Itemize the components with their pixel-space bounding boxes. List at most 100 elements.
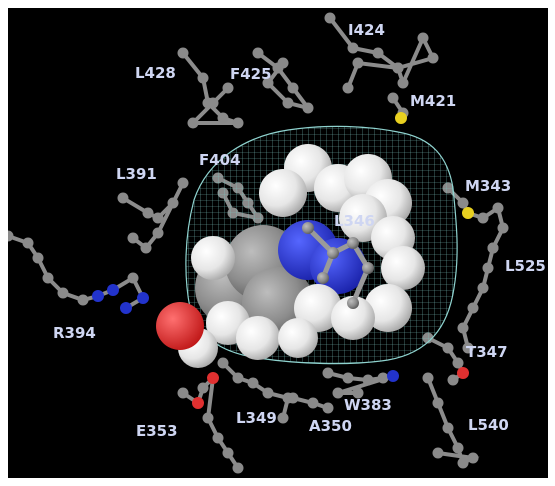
label-w383: W383: [344, 396, 392, 414]
atom-l391: [152, 227, 164, 239]
atom-l540: [422, 372, 434, 384]
atom-a350: [287, 392, 299, 404]
atom-l349: [232, 372, 244, 384]
atom-e353: [192, 397, 204, 409]
label-l540: L540: [468, 416, 509, 434]
atom-l428: [222, 82, 234, 94]
atom-f425: [302, 102, 314, 114]
atom-m421: [395, 112, 407, 124]
ligand-spacefill: [156, 144, 425, 368]
atom-w383: [322, 367, 334, 379]
label-e353: E353: [136, 422, 178, 440]
atom-l391: [117, 192, 129, 204]
label-t347: T347: [466, 343, 508, 361]
atom-l391: [127, 232, 139, 244]
atom-m343: [457, 197, 469, 209]
atom-t347: [442, 342, 454, 354]
atom-f425: [277, 57, 289, 69]
atom-i424: [397, 77, 409, 89]
atom-l428: [217, 112, 229, 124]
atom-r394: [77, 294, 89, 306]
atom-m343: [462, 207, 474, 219]
label-l525: L525: [505, 257, 546, 275]
atom-l349: [217, 357, 229, 369]
atom-f425: [287, 82, 299, 94]
atom-l391: [140, 242, 152, 254]
atom-i424: [352, 57, 364, 69]
label-l346: L346: [334, 212, 375, 230]
atom-e353: [207, 372, 219, 384]
atom-m343: [497, 222, 509, 234]
atom-l428: [187, 117, 199, 129]
l346-atoms: [302, 222, 374, 309]
atom-i424: [324, 12, 336, 24]
label-l428: L428: [135, 64, 176, 82]
atom-f425: [282, 97, 294, 109]
atom-l525: [482, 262, 494, 274]
atom-i424: [372, 47, 384, 59]
atom-a350: [322, 402, 334, 414]
atom-w383: [352, 387, 364, 399]
atom-f425: [252, 47, 264, 59]
atom-t347: [452, 357, 464, 369]
label-f425: F425: [230, 65, 272, 83]
label-i424: I424: [348, 21, 385, 39]
atom-l540: [432, 397, 444, 409]
atom-r394: [57, 287, 69, 299]
atom-f425: [262, 77, 274, 89]
atom-l525: [467, 302, 479, 314]
atom-l525: [457, 322, 469, 334]
atom-l391: [152, 212, 164, 224]
atom-l428: [177, 47, 189, 59]
label-m343: M343: [465, 177, 512, 195]
atom-m343: [477, 212, 489, 224]
binding-pocket-render: [8, 12, 509, 474]
atom-r394: [127, 272, 139, 284]
atom-l540: [442, 422, 454, 434]
label-f404: F404: [199, 151, 241, 169]
atom-m421: [387, 92, 399, 104]
atom-e353: [202, 412, 214, 424]
molecular-viewport[interactable]: I424 L428 F425 M421 L391 F404 M343 L346 …: [8, 8, 548, 478]
atom-e353: [197, 382, 209, 394]
atom-w383: [362, 374, 374, 386]
atom-l540: [457, 457, 469, 469]
atom-w383: [387, 370, 399, 382]
atom-r394: [137, 292, 149, 304]
atom-r394: [22, 237, 34, 249]
atom-r394: [120, 302, 132, 314]
atom-l391: [142, 207, 154, 219]
label-a350: A350: [309, 417, 352, 435]
label-l349: L349: [236, 409, 277, 427]
atom-l349: [277, 412, 289, 424]
atom-i424: [417, 32, 429, 44]
atom-r394: [8, 230, 14, 242]
atom-l349: [262, 387, 274, 399]
atom-r394: [32, 252, 44, 264]
atom-l525: [487, 242, 499, 254]
label-r394: R394: [53, 324, 96, 342]
atom-r394: [42, 272, 54, 284]
atom-e353: [232, 462, 244, 474]
atom-l428: [232, 117, 244, 129]
atom-i424: [427, 52, 439, 64]
atom-l540: [452, 442, 464, 454]
atom-a350: [307, 397, 319, 409]
atom-e353: [177, 387, 189, 399]
atom-m343: [492, 202, 504, 214]
atom-e353: [222, 447, 234, 459]
atom-i424: [392, 62, 404, 74]
atom-l428: [207, 97, 219, 109]
atom-i424: [347, 42, 359, 54]
atom-l540: [432, 447, 444, 459]
atom-l391: [177, 177, 189, 189]
atom-l391: [167, 197, 179, 209]
residue-bonds-i424: [328, 16, 436, 90]
atom-e353: [212, 432, 224, 444]
atom-r394: [92, 290, 104, 302]
atom-t347: [457, 367, 469, 379]
atom-l525: [462, 342, 474, 354]
label-l391: L391: [116, 165, 157, 183]
atom-r394: [107, 284, 119, 296]
residue-atoms: [8, 12, 509, 474]
